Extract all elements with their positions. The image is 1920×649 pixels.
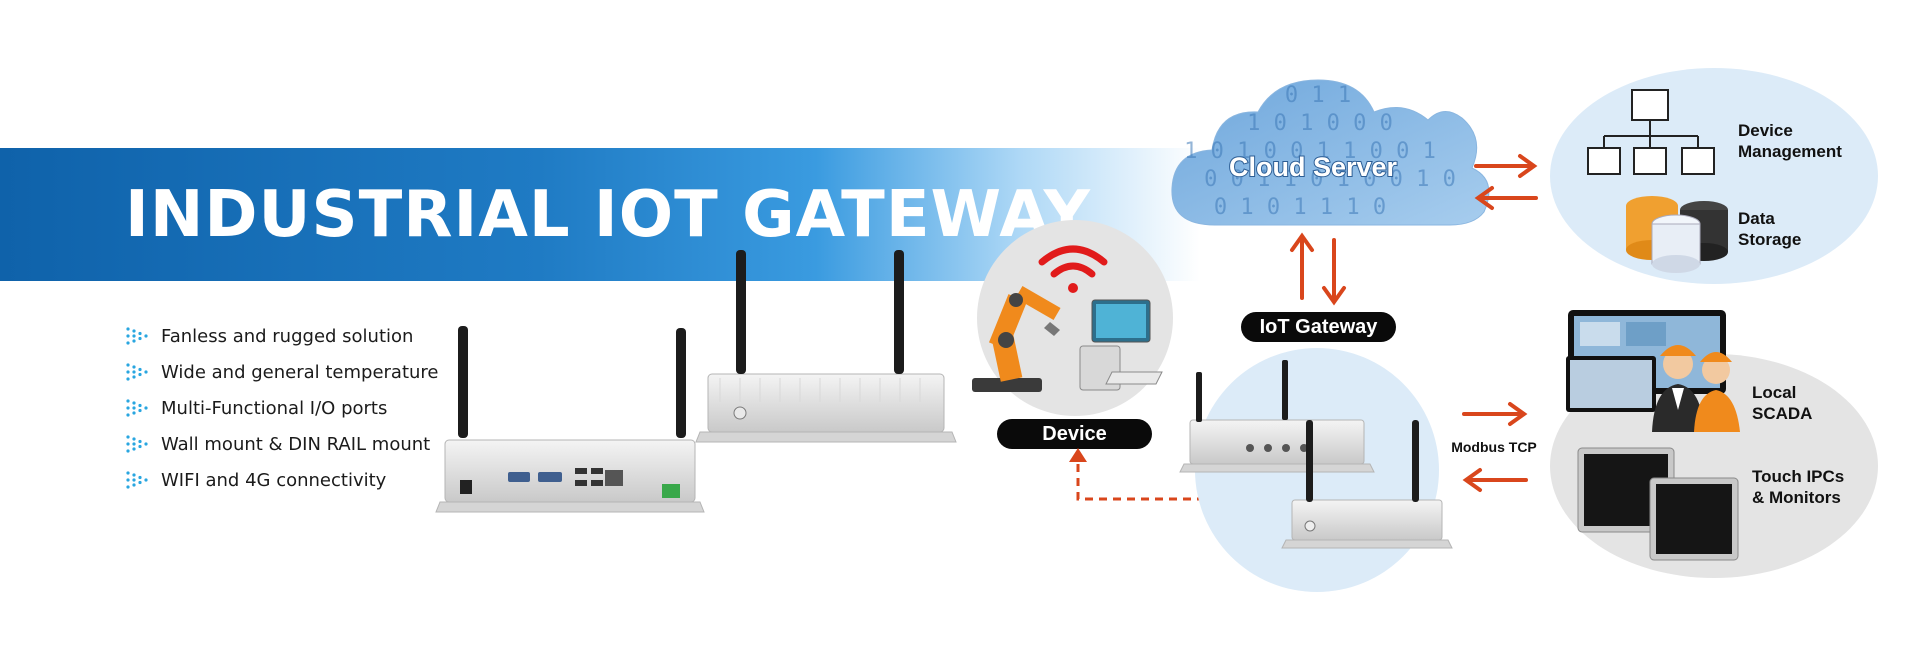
local-scada-line: SCADA [1752,404,1812,423]
device-circle [977,220,1173,416]
device-label-pill [997,419,1152,449]
feature-item: Fanless and rugged solution [125,318,439,354]
gateway-device-icon [1179,360,1375,473]
cloud-binary: 0 1 0 1 1 1 0 [1214,195,1386,220]
chevron-bullet-icon [126,471,148,489]
cloud-binary: 1 0 1 0 0 1 1 0 0 1 [1184,139,1436,164]
cloud-server: 0 1 1 1 0 1 0 0 0 1 0 1 0 0 1 1 0 0 1 0 … [1171,79,1490,226]
database-icon [1626,196,1728,273]
feature-item: Multi-Functional I/O ports [125,390,439,426]
operators-icon [1652,345,1740,432]
local-scada-label: Local SCADA [1752,383,1812,423]
feature-item: Wide and general temperature [125,354,439,390]
feature-item: Wall mount & DIN RAIL mount [125,426,439,462]
wifi-icon [1038,245,1108,293]
antenna-icon [458,326,686,438]
cloud-binary: 0 1 1 [1285,83,1351,108]
cloud-management-arrows [1474,154,1538,210]
feature-label: Wide and general temperature [161,361,439,383]
monitor-icon [1577,447,1739,561]
gateway-label-pill [1241,312,1396,342]
robot-arm-icon [972,285,1061,392]
local-scada-line: Local [1752,383,1796,402]
gateway-device-icon [695,373,957,443]
feature-label: Multi-Functional I/O ports [161,397,388,419]
protocol-label: Modbus TCP [1451,439,1537,455]
touch-ipcs-line: & Monitors [1752,488,1841,507]
computer-icon [1079,299,1163,391]
feature-list: Fanless and rugged solution Wide and gen… [125,318,439,498]
feature-label: WIFI and 4G connectivity [161,469,387,491]
gateway-label: IoT Gateway [1260,316,1379,338]
device-management-line: Management [1738,142,1842,161]
modbus-arrows [1462,402,1528,492]
chevron-bullet-icon [126,327,148,345]
device-label: Device [1042,423,1107,445]
page-title: INDUSTRIAL IOT GATEWAY [125,178,1091,252]
cloud-binary: 1 0 1 0 0 0 [1247,111,1393,136]
data-storage-label: Data Storage [1738,209,1801,249]
device-management-line: Device [1738,121,1793,140]
cloud-binary: 0 0 1 1 0 1 0 0 1 0 [1204,167,1456,192]
chevron-bullet-icon [126,399,148,417]
feature-item: WIFI and 4G connectivity [125,462,439,498]
dashed-connector [1069,448,1205,501]
touch-ipcs-label: Touch IPCs & Monitors [1752,467,1849,507]
gateway-cloud-arrows [1290,232,1346,306]
feature-label: Wall mount & DIN RAIL mount [161,433,431,455]
chevron-bullet-icon [126,363,148,381]
data-storage-line: Storage [1738,230,1801,249]
chevron-bullet-icon [126,435,148,453]
gateway-device-icon [1281,420,1453,549]
gateway-device-icon [435,439,705,513]
device-management-label: Device Management [1738,121,1842,161]
cloud-label: Cloud Server [1229,152,1398,182]
data-storage-line: Data [1738,209,1775,228]
touch-ipcs-line: Touch IPCs [1752,467,1844,486]
server-hierarchy-icon [1587,89,1715,175]
feature-label: Fanless and rugged solution [161,325,414,347]
antenna-icon [736,250,904,374]
